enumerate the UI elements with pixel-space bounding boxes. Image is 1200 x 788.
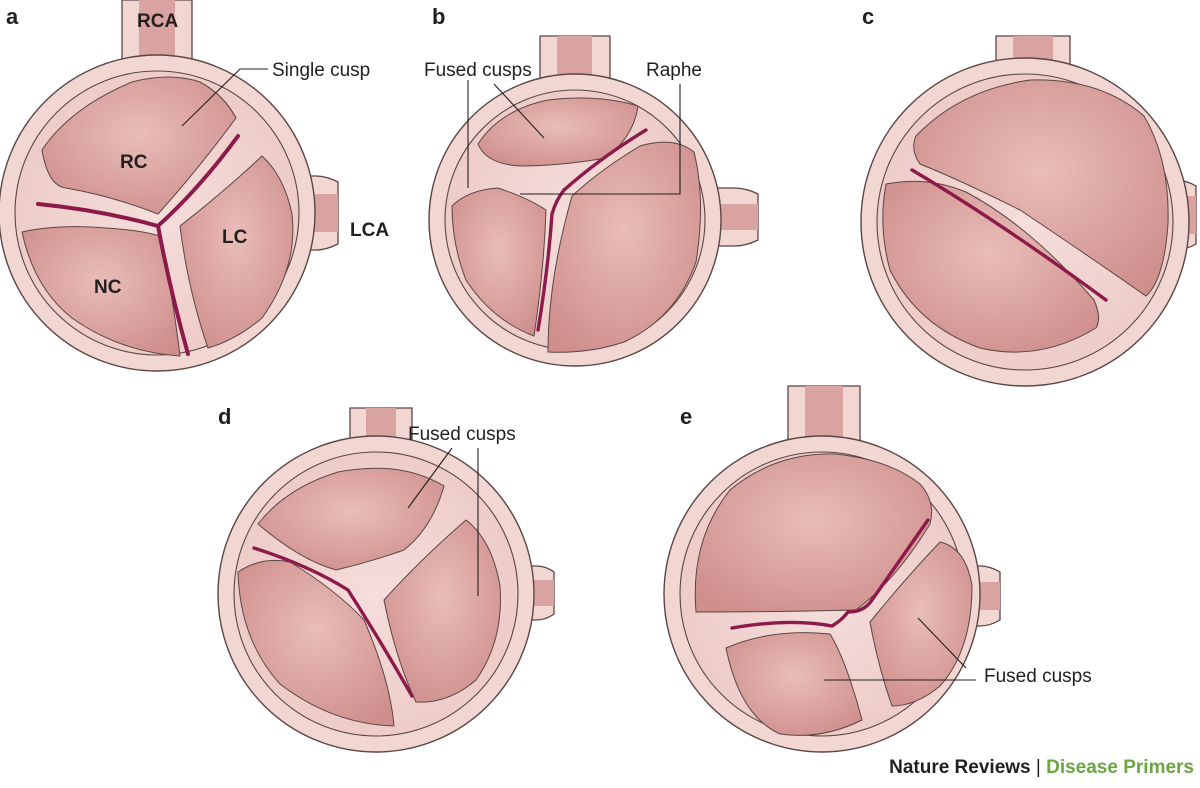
fused-cusps-label: Fused cusps [424, 60, 532, 81]
fused-cusps-leader [407, 447, 453, 509]
fused-cusps-label: Fused cusps [984, 666, 1092, 687]
fused-cusp [725, 632, 863, 736]
commissure-line [252, 546, 414, 698]
left-coronary-cusp [179, 155, 294, 349]
panel-a: a RCA Single cusp RC LC NC LCA [0, 0, 389, 372]
journal-series: Disease Primers [1046, 757, 1194, 778]
fused-cusps-leader [493, 83, 545, 139]
fused-cusp [869, 541, 973, 707]
lca-label: LCA [350, 220, 389, 241]
single-cusp-leader [181, 68, 268, 127]
non-coronary-cusp [21, 226, 181, 357]
commissure-line [910, 168, 1108, 302]
upper-cusp [913, 79, 1169, 297]
journal-credit: Nature Reviews | Disease Primers [889, 757, 1194, 779]
fused-cusp [257, 467, 445, 571]
panel-b: b Fused cusps Raphe [424, 4, 759, 367]
lc-label: LC [222, 227, 248, 248]
upper-cusp [694, 453, 933, 613]
rc-label: RC [120, 152, 148, 173]
panel-c: c [860, 4, 1197, 387]
fused-cusps-label: Fused cusps [408, 424, 516, 445]
raphe-label: Raphe [646, 60, 702, 81]
raphe-line [562, 128, 648, 192]
single-cusp-label: Single cusp [272, 60, 370, 81]
fused-cusp [383, 519, 501, 703]
fused-cusp [547, 141, 702, 353]
commissure-line [536, 188, 566, 332]
journal-brand: Nature Reviews [889, 757, 1031, 778]
commissure-line [730, 518, 930, 630]
commissure-line [156, 224, 190, 356]
non-coronary-cusp [451, 187, 547, 337]
panel-letter-c: c [862, 4, 874, 29]
panel-letter-d: d [218, 404, 231, 429]
lower-cusp [882, 180, 1100, 353]
panel-d: d Fused cusps [217, 404, 555, 753]
right-coronary-cusp [477, 97, 639, 167]
panel-letter-b: b [432, 4, 445, 29]
fused-cusps-leader [917, 617, 967, 669]
credit-separator: | [1035, 757, 1041, 778]
panel-letter-a: a [6, 4, 19, 29]
raphe-leader [520, 84, 681, 195]
rca-label: RCA [137, 11, 178, 32]
right-coronary-cusp [41, 76, 237, 215]
nc-label: NC [94, 277, 122, 298]
panel-e: e Fused cusps [663, 385, 1092, 753]
panel-letter-e: e [680, 404, 692, 429]
